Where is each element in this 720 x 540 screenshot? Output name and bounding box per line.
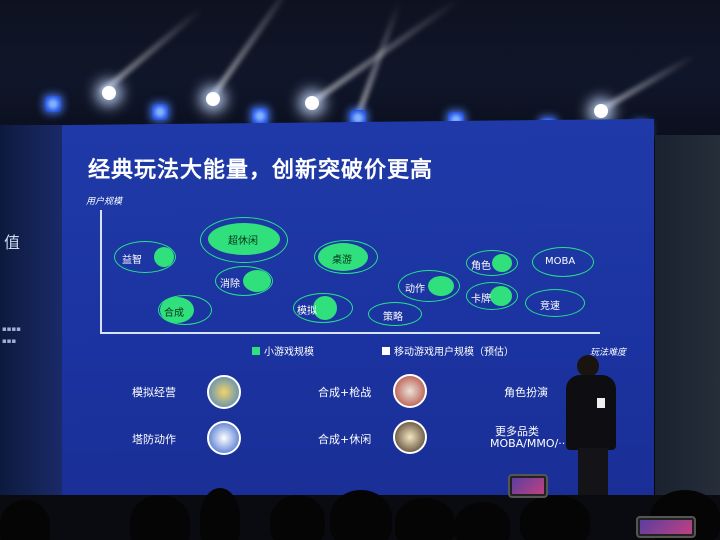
audience-head (200, 488, 240, 540)
game-icon-tower-defense (207, 421, 241, 455)
side-text: 值 (4, 233, 21, 252)
legend-swatch (252, 346, 260, 355)
legend-label: 小游戏规模 (264, 347, 314, 358)
spotlight (305, 96, 319, 110)
category-label: 塔防动作 (132, 433, 176, 446)
category-label: 合成+休闲 (318, 433, 372, 446)
legend-label: 移动游戏用户规模（预估） (394, 347, 514, 358)
category-label: 合成+枪战 (318, 386, 372, 399)
left-side-screen: 值 ▪▪▪▪ ▪▪▪ (0, 125, 62, 500)
slide-title: 经典玩法大能量，创新突破价更高 (88, 158, 434, 183)
right-side-screen (655, 135, 720, 500)
legend-swatch (382, 346, 390, 355)
stage-led (45, 96, 61, 112)
category-label: 角色扮演 (504, 386, 548, 399)
audience-head (455, 502, 510, 540)
speaker-head (577, 355, 599, 377)
speaker-body (566, 375, 616, 450)
audience-head (0, 500, 50, 540)
audience-head (520, 495, 590, 540)
legend-item-mobile: 移动游戏用户规模（预估） (382, 343, 514, 358)
audience-phone (508, 474, 548, 498)
category-label: 更多品类 (495, 425, 539, 438)
spotlight (102, 86, 116, 100)
game-icon-merge-shooter (393, 374, 427, 408)
y-axis (100, 210, 102, 333)
audience-head (395, 498, 455, 540)
side-small-text: ▪▪▪▪ (2, 325, 21, 333)
x-axis-label: 玩法难度 (590, 348, 627, 358)
stage-led (252, 108, 268, 124)
speaker-badge (597, 398, 605, 408)
audience-head (330, 490, 392, 540)
category-label: MOBA/MMO/··· (490, 437, 569, 450)
side-small-text: ▪▪▪ (2, 337, 17, 345)
x-axis (100, 332, 600, 334)
spotlight (594, 104, 608, 118)
audience-phone (636, 516, 696, 538)
legend-item-minigame: 小游戏规模 (252, 343, 314, 358)
stage-led (152, 104, 168, 120)
game-icon-merge-casual (393, 420, 427, 454)
game-icon-simulation (207, 375, 241, 409)
spotlight (206, 92, 220, 106)
y-axis-label: 用户规模 (86, 197, 123, 207)
speaker-legs (578, 448, 608, 496)
category-label: 模拟经营 (132, 386, 176, 399)
audience-head (270, 495, 325, 540)
audience-head (130, 495, 190, 540)
